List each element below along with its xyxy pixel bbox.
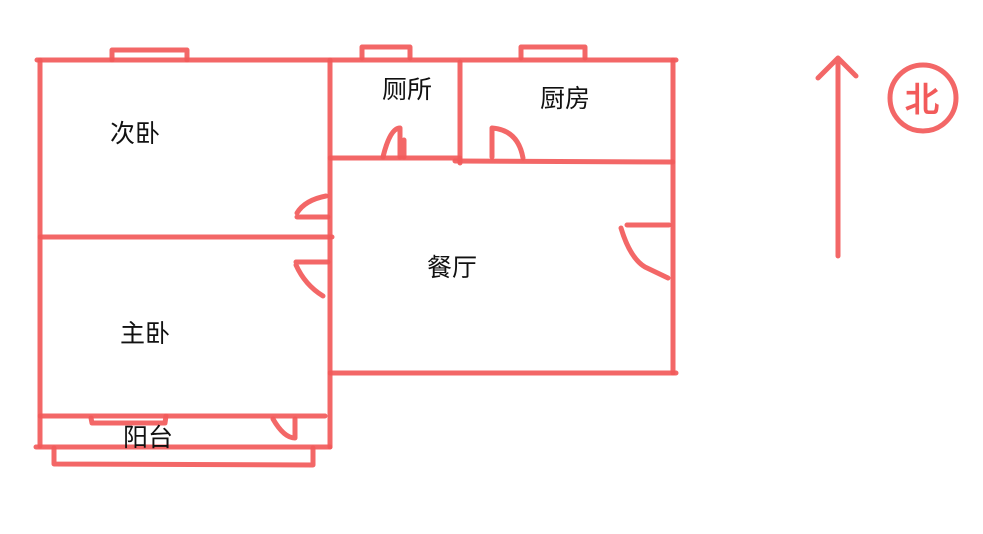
north-indicator <box>815 55 959 259</box>
window-kitchen <box>518 44 588 61</box>
window-master-bedroom <box>88 413 169 426</box>
door-second-bedroom <box>294 193 331 220</box>
door-master-bedroom <box>293 259 331 299</box>
room-label-second-bedroom: 次卧 <box>109 119 161 148</box>
windows <box>88 44 588 426</box>
room-label-toilet: 厕所 <box>381 75 433 104</box>
door-kitchen <box>489 125 526 161</box>
window-toilet <box>359 44 413 61</box>
north-label: 北 <box>905 80 939 121</box>
walls <box>33 57 679 468</box>
door-toilet <box>380 125 407 160</box>
north-circle-icon <box>887 62 959 134</box>
room-label-balcony: 阳台 <box>122 423 174 452</box>
doors <box>270 125 672 441</box>
balcony-railing <box>51 445 316 468</box>
room-label-kitchen: 厨房 <box>539 84 591 113</box>
room-label-master-bedroom: 主卧 <box>119 319 171 348</box>
room-label-dining-room: 餐厅 <box>426 253 478 282</box>
door-balcony <box>270 416 298 441</box>
kitchen-bottom-wall <box>452 158 676 165</box>
door-entrance <box>618 222 672 281</box>
window-second-bedroom <box>109 47 190 63</box>
north-arrow-icon <box>815 55 859 259</box>
